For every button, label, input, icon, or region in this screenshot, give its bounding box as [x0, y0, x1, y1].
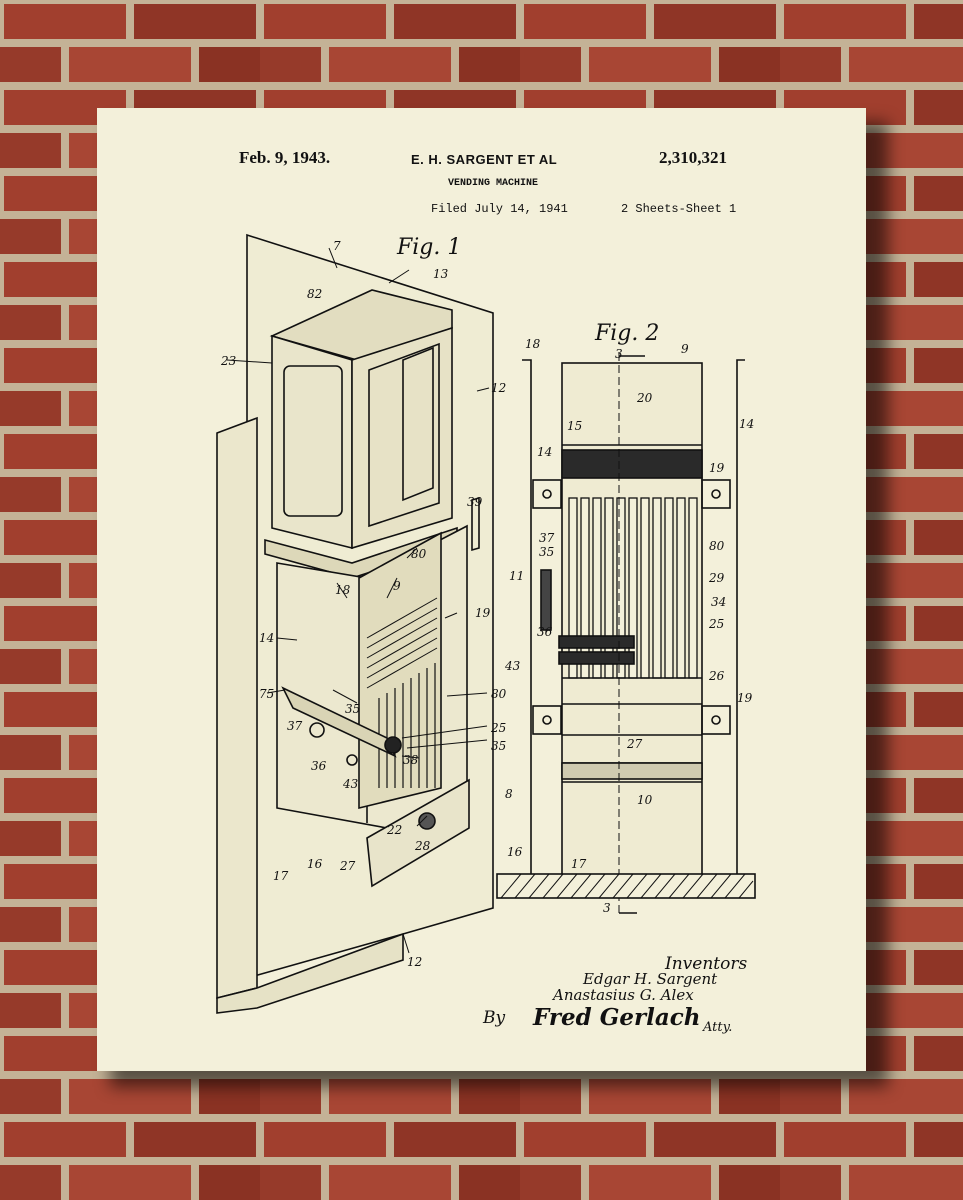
callout: 82 — [307, 287, 322, 301]
callout: 18 — [525, 337, 541, 351]
callout: 37 — [287, 719, 303, 733]
callout: 15 — [567, 419, 582, 433]
callout: 17 — [571, 857, 587, 871]
callout: 28 — [414, 839, 431, 853]
callout: 25 — [490, 721, 506, 735]
attorney-signature: Fred Gerlach — [533, 1004, 701, 1031]
callout: 14 — [537, 445, 552, 459]
callout: 13 — [433, 267, 449, 281]
callout: 38 — [403, 753, 419, 767]
callout: 25 — [708, 617, 724, 631]
callout: 16 — [307, 857, 323, 871]
callout: 8 — [505, 787, 513, 801]
callout: 34 — [711, 595, 726, 609]
inventor-name-1: Edgar H. Sargent — [583, 970, 718, 988]
callout: 39 — [467, 495, 483, 509]
callout: 37 — [539, 531, 555, 545]
callout: 22 — [386, 823, 402, 837]
inventors-heading: Inventors — [665, 954, 748, 974]
patent-sheets: 2 Sheets-Sheet 1 — [621, 202, 737, 216]
fig1-label: Fig. 1 — [396, 235, 461, 260]
figure-1-drawing — [216, 233, 494, 1014]
callout: 80 — [709, 539, 725, 553]
callout: 3 — [615, 347, 623, 361]
callout: 12 — [491, 381, 506, 395]
patent-poster: Fig. 1 Fig. 2 7 13 82 23 12 39 80 9 18 1… — [97, 108, 866, 1071]
callout: 27 — [339, 859, 356, 873]
callout: 35 — [345, 702, 360, 716]
callout: 80 — [491, 687, 507, 701]
patent-filed-date: Filed July 14, 1941 — [431, 202, 568, 216]
callout: 20 — [636, 391, 653, 405]
callout: 19 — [737, 691, 753, 705]
callout: 19 — [709, 461, 725, 475]
callout: 19 — [475, 606, 491, 620]
callout: 26 — [708, 669, 725, 683]
callout: 16 — [507, 845, 523, 859]
callout: 9 — [393, 579, 401, 593]
signature-by: By — [483, 1008, 506, 1028]
figure-2-drawing — [496, 353, 756, 914]
callout: 9 — [681, 342, 689, 356]
callout: 14 — [739, 417, 754, 431]
callout: 7 — [333, 239, 341, 253]
callout: 14 — [259, 631, 274, 645]
callout: 18 — [335, 583, 351, 597]
callout: 36 — [537, 625, 553, 639]
callout: 17 — [273, 869, 289, 883]
patent-number: 2,310,321 — [659, 148, 727, 167]
callout: 43 — [504, 659, 521, 673]
callout: 36 — [311, 759, 327, 773]
callout: 12 — [407, 955, 422, 969]
patent-date: Feb. 9, 1943. — [239, 148, 331, 167]
patent-drawing: Fig. 1 Fig. 2 7 13 82 23 12 39 80 9 18 1… — [216, 233, 756, 1014]
callout: 35 — [539, 545, 554, 559]
patent-inventor-header: E. H. SARGENT ET AL — [411, 152, 558, 167]
callout: 3 — [603, 901, 611, 915]
callout: 80 — [411, 547, 427, 561]
callout: 29 — [708, 571, 725, 585]
callout: 43 — [342, 777, 359, 791]
attorney-label: Atty. — [703, 1020, 733, 1035]
patent-title: VENDING MACHINE — [448, 178, 539, 189]
callout: 35 — [491, 739, 506, 753]
callout: 10 — [637, 793, 653, 807]
callout: 27 — [626, 737, 643, 751]
callout: 23 — [220, 354, 237, 368]
inventor-name-2: Anastasius G. Alex — [553, 986, 694, 1004]
fig2-label: Fig. 2 — [594, 321, 659, 346]
callout: 11 — [509, 569, 524, 583]
callout: 75 — [259, 687, 274, 701]
